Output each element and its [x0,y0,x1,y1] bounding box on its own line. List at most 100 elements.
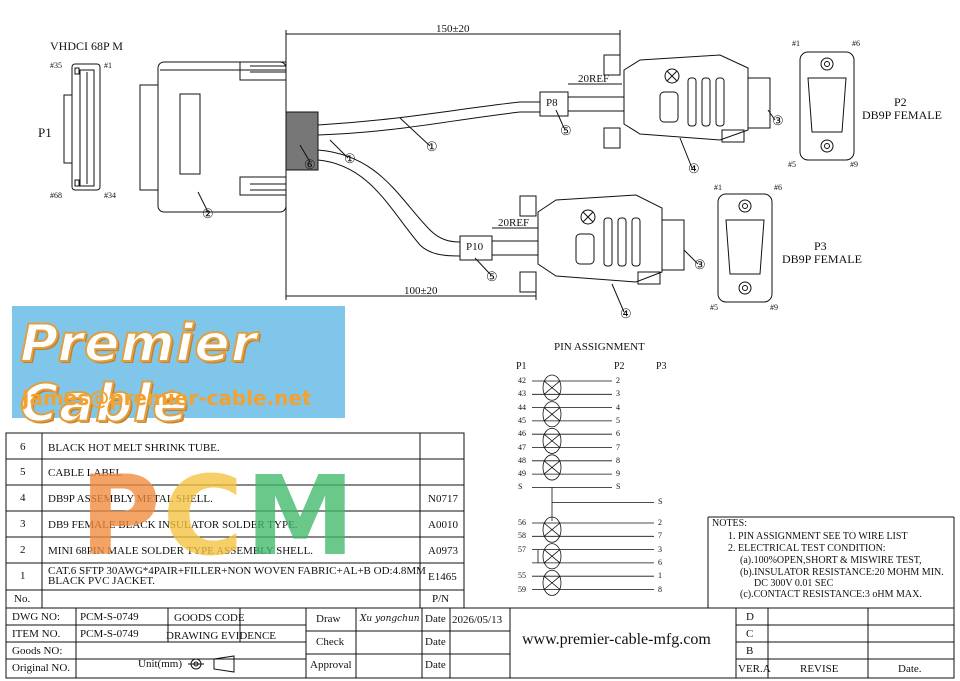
date-label: Date [425,636,446,648]
bom-header-no: No. [14,593,31,605]
bom-no: 1 [20,570,26,582]
bom-desc: MINI 68PIN MALE SOLDER TYPE ASSEMBLY SHE… [48,545,314,557]
pin-p1-label: 56 [518,518,526,527]
twisted-pair-mark [542,543,562,570]
pin-p3-label: 6 [658,557,662,567]
ref-bottom: 20REF [498,217,530,229]
bom-no: 3 [20,518,26,530]
bom-pn: A0010 [428,519,458,531]
p2-db9-front-view [799,51,855,161]
pin-p2-label: 6 [616,429,620,439]
rev-b: B [746,645,754,657]
pin-p2-label: 5 [616,415,620,425]
pin-p1-label: 45 [518,415,526,425]
notes-title: NOTES: [712,518,747,529]
bom-no: 5 [20,466,26,478]
p1-connector-shell [139,61,319,213]
twist-cross [543,549,561,564]
watermark-letter: C [162,452,246,580]
p2-pin-tr: #6 [852,39,860,48]
ref-top: 20REF [578,73,610,85]
bom-desc: CABLE LABEL [48,467,123,479]
draw-label: Draw [316,613,341,625]
callout-5-a: ⑤ [560,123,572,138]
callout-2: ② [202,206,214,221]
pin-p1-label: 43 [518,389,526,399]
note-line: 2. ELECTRICAL TEST CONDITION: [728,543,886,554]
note-line: DC 300V 0.01 SEC [754,578,834,589]
drawing-evidence: DRAWING EVIDENCE [166,630,277,642]
p1-pin-br: #34 [104,191,116,200]
p3-pin-tl: #1 [714,183,722,192]
pin-p3-label: 7 [658,531,662,541]
twisted-pair-mark [542,454,562,481]
bom-desc: BLACK HOT MELT SHRINK TUBE. [48,442,220,454]
bom-pn: N0717 [428,493,458,505]
p1-label: P1 [38,125,52,140]
pcm-watermark: PCM [80,452,357,580]
bom-pn: E1465 [428,571,457,583]
goods-label: Goods NO: [12,645,63,657]
pin-p1-label: 57 [518,544,526,554]
dimension-bottom: 100±20 [404,285,438,297]
pin-p2-label: 4 [616,402,620,412]
note-line: 1. PIN ASSIGNMENT SEE TO WIRE LIST [728,531,908,542]
item-value: PCM-S-0749 [80,628,139,640]
rev-date-label: Date. [898,663,922,675]
website-link[interactable]: www.premier-cable-mfg.com [522,631,711,648]
twist-cross [543,407,561,422]
p10-label: P10 [466,241,484,253]
drawer-signature: Xu yongchun [360,614,420,624]
check-label: Check [316,636,345,648]
pin-p2-label: 9 [616,469,620,479]
p3-subtitle: DB9P FEMALE [782,252,862,266]
p2-pin-bl: #5 [788,160,796,169]
p8-label: P8 [546,97,558,109]
pin-p2-label: 7 [616,442,620,452]
note-line: (a).100%OPEN,SHORT & MISWIRE TEST, [740,555,922,566]
pin-p1-label: 58 [518,531,526,541]
dimension-top: 150±20 [436,23,470,35]
p1-connector-front-view [63,63,101,191]
rev-d: D [746,611,754,623]
note-line: (b).INSULATOR RESISTANCE:20 MOHM MIN. [740,567,944,578]
bom-desc: DB9 FEMALE BLACK INSULATOR SOLDER TYPE. [48,519,298,531]
date-label: Date [425,613,446,625]
approval-label: Approval [310,659,352,671]
pin-p2-label: 8 [616,455,620,465]
version: VER.A [738,663,771,675]
original-label: Original NO. [12,662,71,674]
p2-pin-tl: #1 [792,39,800,48]
pin-p1-label: 59 [518,584,526,594]
bom-pn: A0973 [428,545,458,557]
twisted-pair-mark [542,374,562,401]
twist-cross [543,433,561,448]
goods-code: GOODS CODE [174,612,245,624]
p1-pin-tr: #1 [104,61,112,70]
watermark-letter: P [80,452,163,580]
pin-p2-label: 3 [616,389,620,399]
p2-pin-br: #9 [850,160,858,169]
callout-4-a: ④ [688,161,700,176]
pin-p1-label: 55 [518,571,526,581]
bom-header-pn: P/N [432,593,450,605]
twist-cross [543,575,561,590]
logo-email[interactable]: James@premier-cable.net [22,386,312,410]
pin-p1-label: 42 [518,376,526,385]
pin-p3-label: 3 [658,544,662,554]
rev-c: C [746,628,754,640]
p3-pin-bl: #5 [710,303,718,312]
callout-3-b: ③ [694,257,706,272]
p3-title: P3 [814,239,827,253]
dwg-label: DWG NO: [12,611,60,623]
twist-cross [543,460,561,475]
date-label: Date [425,659,446,671]
p2-connector-shell [603,54,771,149]
callout-6: ⑥ [304,157,316,172]
callout-3-a: ③ [772,113,784,128]
pin-assignment-title: PIN ASSIGNMENT [554,341,645,353]
bom-desc: DB9P ASSEMBLY METAL SHELL. [48,493,213,505]
date-value: 2026/05/13 [452,614,503,626]
